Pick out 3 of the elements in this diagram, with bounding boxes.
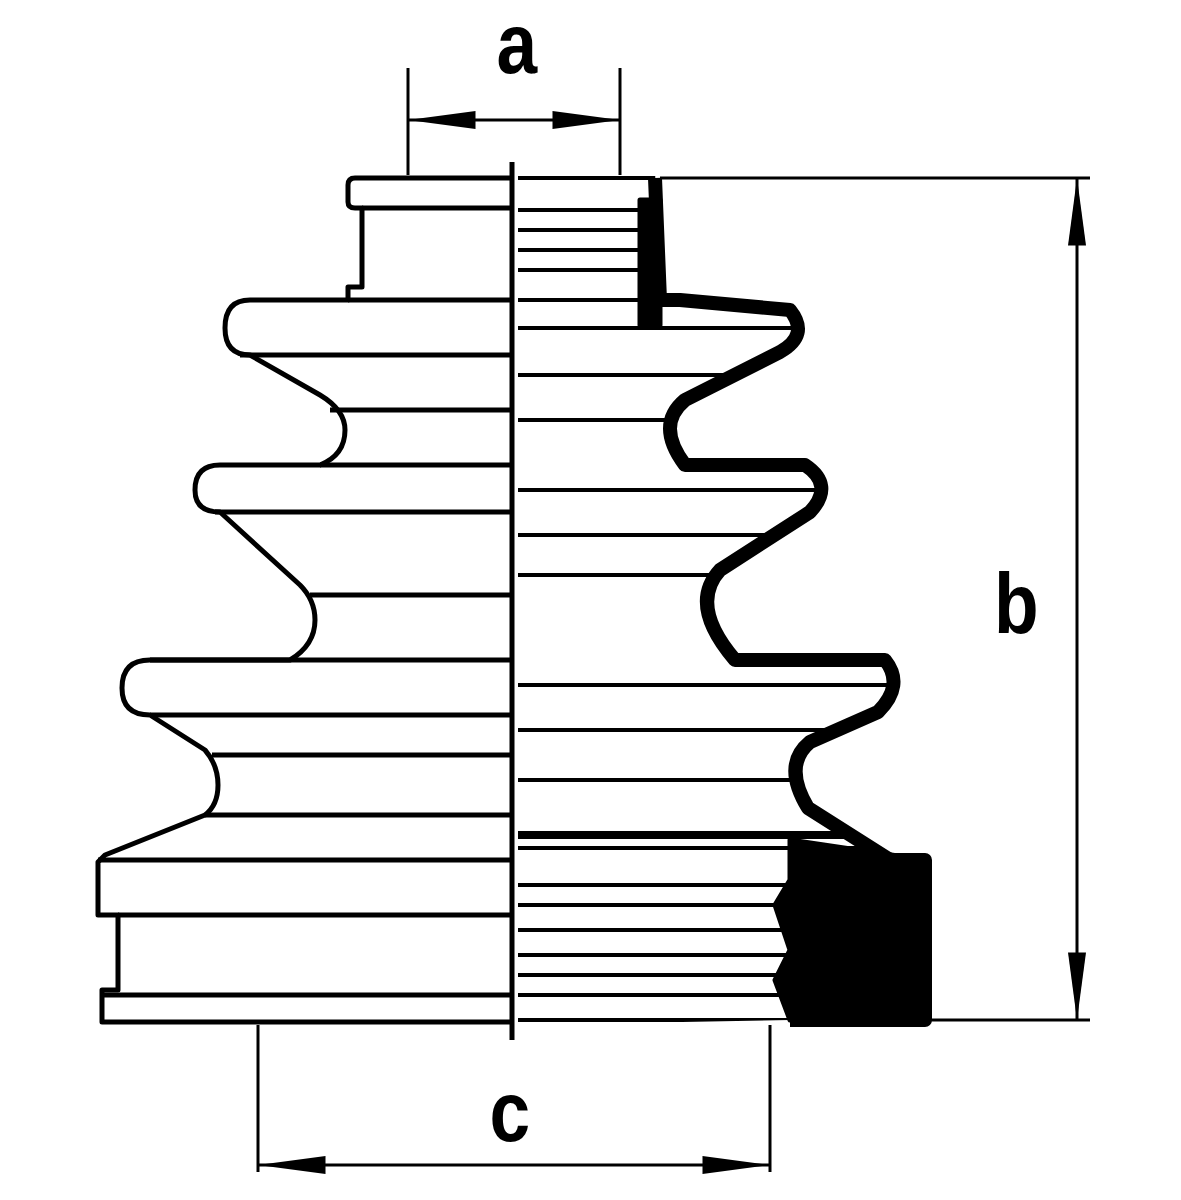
dimension-label: c [489, 1068, 531, 1154]
dimension-label: b [993, 560, 1039, 646]
dimension-label: a [496, 0, 538, 86]
